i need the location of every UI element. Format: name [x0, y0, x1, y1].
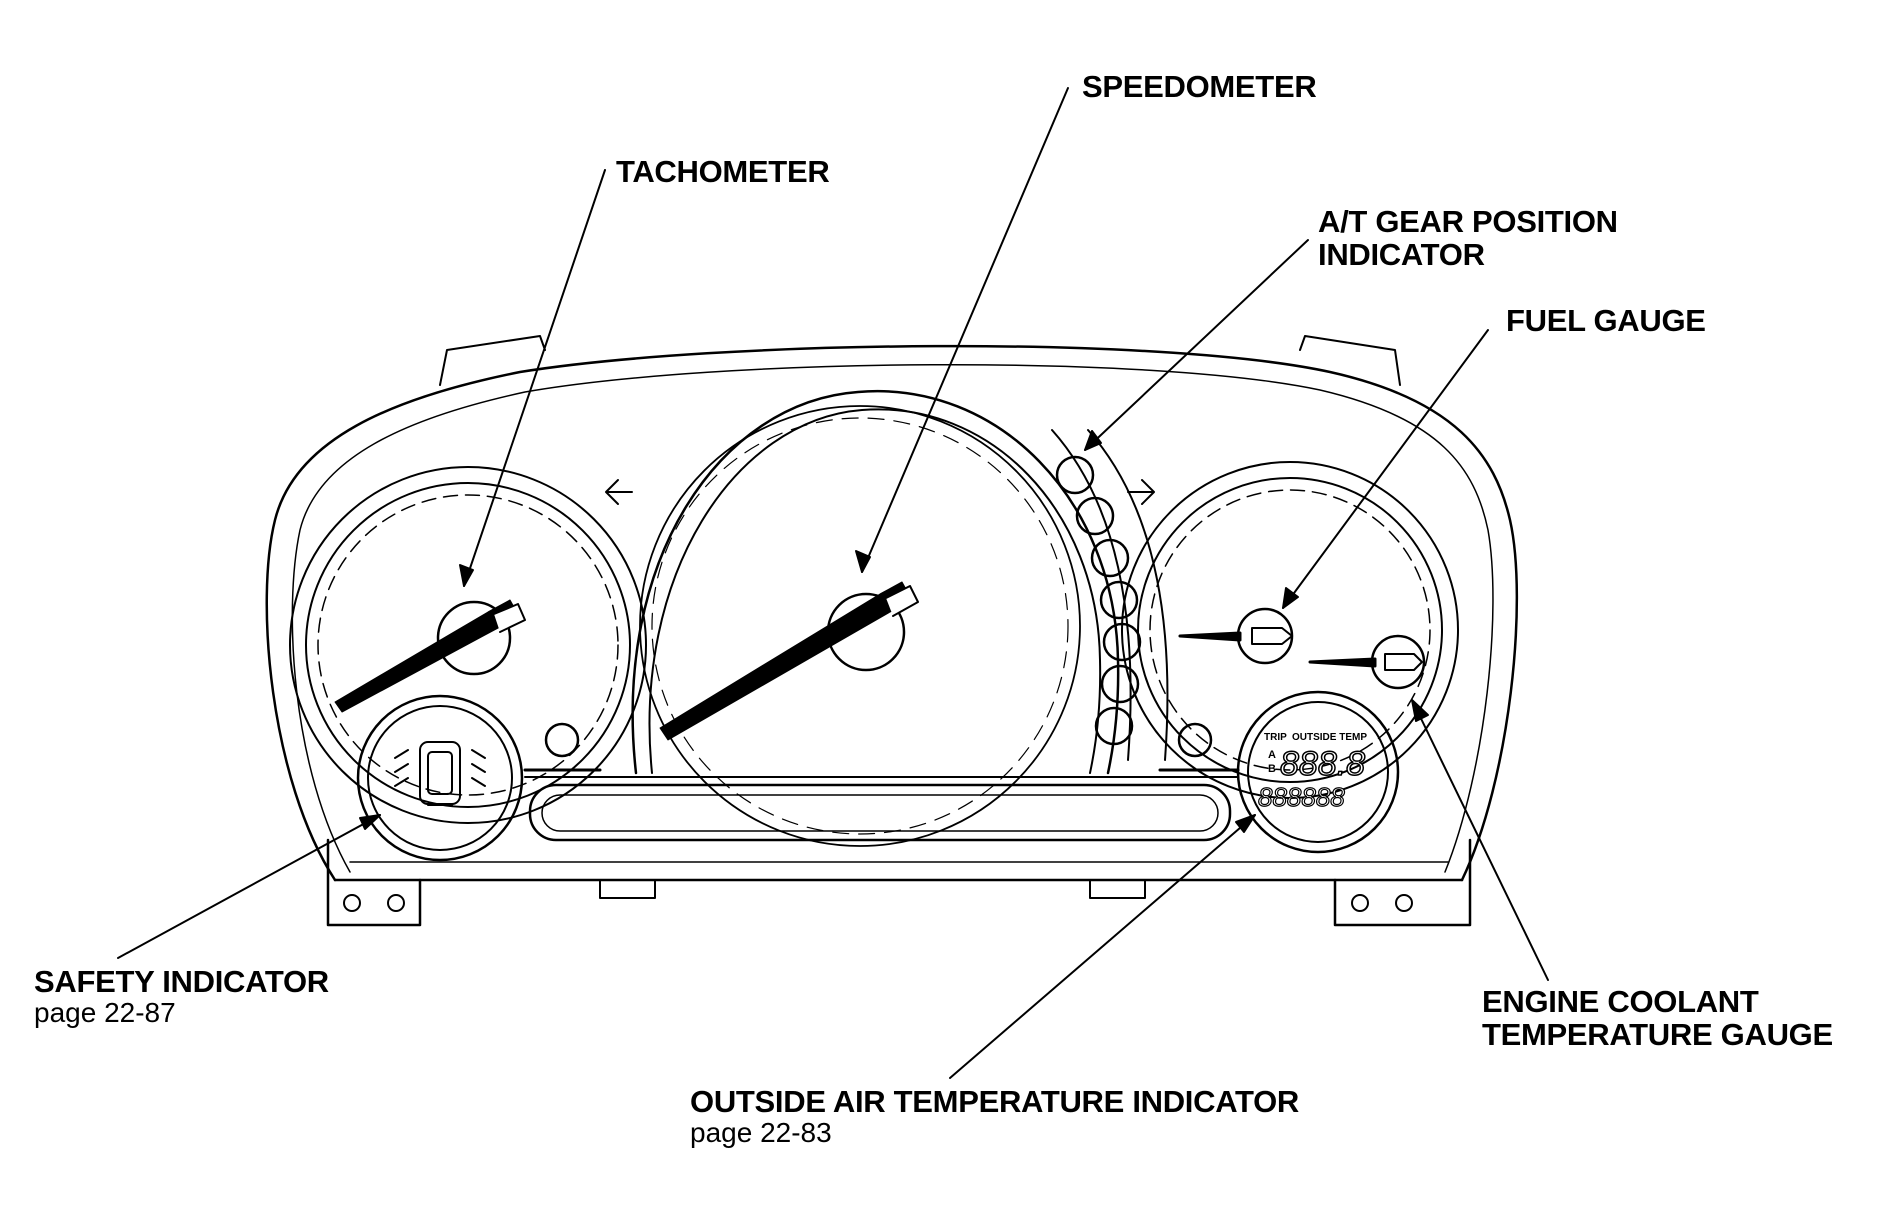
- trip-label: TRIP: [1264, 732, 1287, 743]
- gear-position-label-line2: INDICATOR: [1318, 237, 1485, 272]
- outside-temp-label: OUTSIDE TEMP: [1292, 732, 1367, 743]
- safety-indicator-page: page 22-87: [34, 997, 176, 1028]
- trip-digits: 888.8: [1280, 745, 1365, 783]
- speedometer-dial: [523, 389, 1240, 847]
- safety-indicator-label: SAFETY INDICATOR: [34, 964, 329, 999]
- leader-lines: [117, 87, 1549, 1079]
- gear-lamp: [1099, 580, 1139, 620]
- engine-coolant-label-line1: ENGINE COOLANT: [1482, 984, 1759, 1019]
- info-strip: [528, 783, 1232, 842]
- speedometer-label: SPEEDOMETER: [1082, 69, 1317, 104]
- gear-lamp: [1100, 664, 1140, 704]
- tachometer-dial: [289, 466, 647, 824]
- gear-position-label-line1: A/T GEAR POSITION: [1318, 204, 1618, 239]
- right-turn-signal-icon: [1127, 479, 1155, 505]
- cluster-housing: [265, 335, 1519, 927]
- safety-indicator: [356, 694, 524, 862]
- tachometer-label: TACHOMETER: [616, 154, 830, 189]
- gear-lamp: [1090, 538, 1130, 578]
- trip-a-label: A: [1268, 749, 1276, 761]
- car-occupant-icon: [394, 741, 486, 806]
- gear-lamp: [1055, 455, 1095, 495]
- odometer-digits: 888888: [1258, 782, 1345, 812]
- engine-coolant-label-line2: TEMPERATURE GAUGE: [1482, 1017, 1833, 1052]
- left-turn-signal-icon: [605, 479, 633, 505]
- outside-temp-display: TRIP OUTSIDE TEMP A B 888.8 888888: [1236, 690, 1400, 854]
- trip-b-label: B: [1268, 763, 1276, 775]
- fuel-coolant-dial: [1121, 461, 1459, 799]
- outside-air-temperature-label: OUTSIDE AIR TEMPERATURE INDICATOR: [690, 1084, 1299, 1119]
- gear-lamp: [1094, 706, 1134, 746]
- fuel-gauge-label: FUEL GAUGE: [1506, 303, 1706, 338]
- outside-air-temperature-page: page 22-83: [690, 1117, 832, 1148]
- gear-lamp: [1075, 496, 1115, 536]
- indicator-lamps: [544, 722, 1213, 758]
- at-gear-position-indicator: [1051, 429, 1169, 761]
